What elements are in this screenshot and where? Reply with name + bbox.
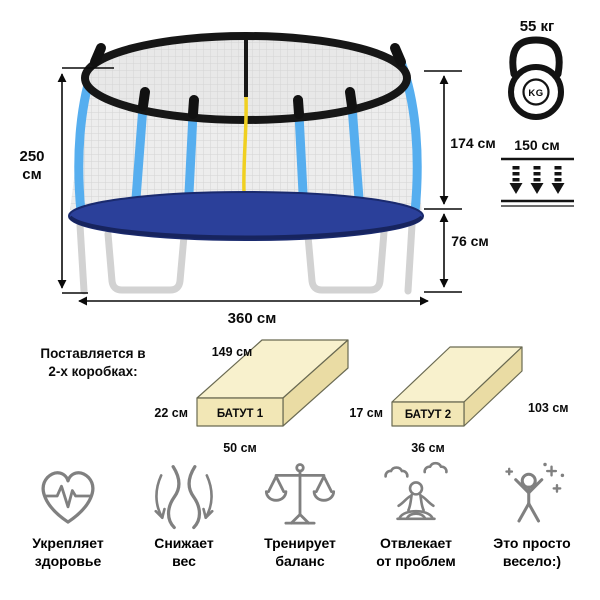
box1-length-label: 149 см	[212, 345, 253, 359]
box1-name-label: БАТУТ 1	[217, 408, 264, 420]
zipper	[242, 96, 248, 193]
dim-height-value: 250	[19, 148, 44, 165]
trampoline-illustration	[68, 32, 424, 295]
balance-scale-icon	[264, 463, 336, 525]
pole-caps	[90, 43, 406, 119]
heart-pulse-icon	[41, 471, 95, 524]
benefit-label-line2: весело:)	[502, 552, 562, 569]
packaging-title-line2: 2-х коробках:	[48, 364, 137, 379]
kettlebell-icon: KG	[508, 36, 564, 120]
slim-waist-icon	[154, 465, 214, 530]
box2-height-label: 17 см	[349, 406, 383, 420]
sparkle-dot	[560, 473, 565, 478]
dim-width-label: 360 см	[228, 310, 277, 327]
box1-height-label: 22 см	[154, 406, 188, 420]
benefit-label-line2: баланс	[275, 552, 325, 569]
benefit-label-line1: Тренирует	[264, 535, 336, 551]
packaging-title-line1: Поставляется в	[40, 346, 145, 361]
clearance-label: 150 см	[514, 137, 559, 153]
benefit-label-line1: Отвлекает	[380, 535, 452, 551]
spec-diagram: 250 см 174 см 76 см 360 см 55 кг KG 150 …	[19, 18, 574, 455]
benefit-label-line2: от проблем	[376, 552, 456, 569]
box2-illustration	[391, 346, 523, 427]
box2-length-label: 103 см	[528, 401, 569, 415]
benefit-label-line1: Укрепляет	[32, 535, 104, 551]
dim-height-unit: см	[22, 166, 41, 183]
benefit-label-line1: Это просто	[493, 535, 571, 551]
jumping-mat-pad	[68, 191, 424, 241]
dimension-lines	[57, 67, 462, 306]
benefit-label-line2: вес	[172, 552, 196, 569]
down-arrows-icon	[501, 157, 574, 207]
meditation-icon	[384, 461, 448, 521]
cheering-person-icon	[505, 462, 565, 523]
kettlebell-kg-label: KG	[528, 88, 543, 99]
benefit-label-line1: Снижает	[154, 535, 214, 551]
box1-width-label: 50 см	[223, 441, 257, 455]
benefit-label-line2: здоровье	[34, 552, 102, 569]
box2-width-label: 36 см	[411, 441, 445, 455]
dim-frame-height-label: 76 см	[451, 233, 489, 249]
max-weight-label: 55 кг	[520, 18, 555, 35]
dim-net-height-label: 174 см	[450, 135, 495, 151]
sparkle-dot	[543, 462, 547, 467]
box2-name-label: БАТУТ 2	[405, 409, 451, 421]
box1-illustration	[196, 339, 349, 427]
trampoline-legs	[76, 221, 416, 295]
